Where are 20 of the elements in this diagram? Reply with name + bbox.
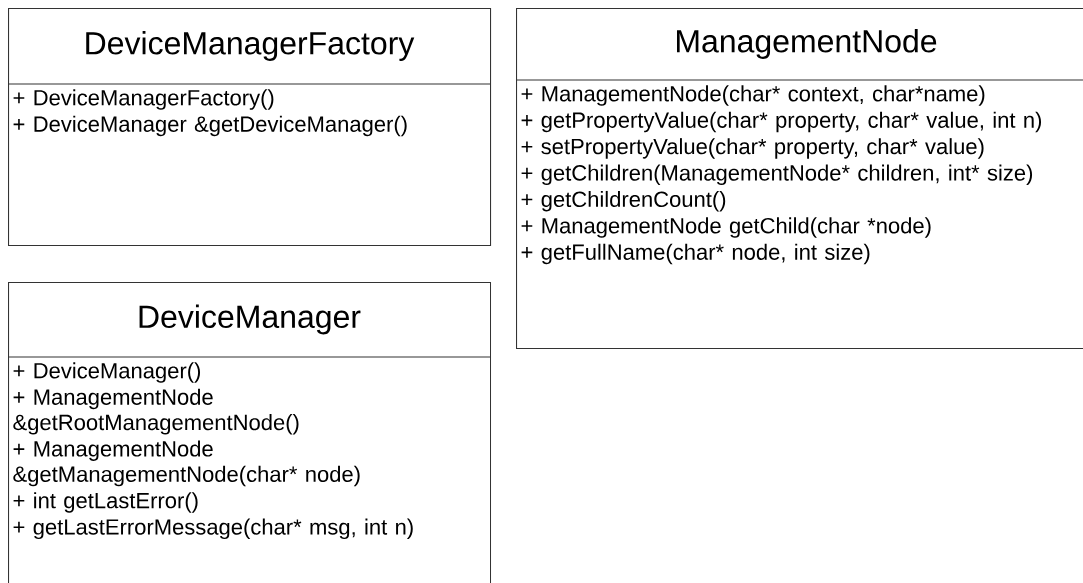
method-signature: + DeviceManager() xyxy=(13,362,201,383)
method-signature: + getPropertyValue(char* property, char* value, int n) xyxy=(521,111,1042,133)
method-signature: + DeviceManager &getDeviceManager() xyxy=(13,115,407,137)
method-signature: + ManagementNode getChild(char *node) xyxy=(521,217,931,238)
method-signature: + DeviceManagerFactory() xyxy=(13,89,274,110)
method-signature: + int getLastError() xyxy=(13,492,198,513)
method-signature: + ManagementNode &getRootManagementNode() xyxy=(13,388,299,435)
method-signature: + ManagementNode &getManagementNode(char* node) xyxy=(13,440,360,487)
class-name: DeviceManagerFactory xyxy=(86,31,415,61)
method-signature: + getLastErrorMessage(char* msg, int n) xyxy=(13,518,413,540)
method-signature: + getChildren(ManagementNode* children, int* size) xyxy=(521,164,1033,186)
class-name: DeviceManager xyxy=(139,304,361,335)
class-box xyxy=(7,282,492,583)
class-box xyxy=(7,8,492,247)
method-signature: + getFullName(char* node, int size) xyxy=(521,243,870,265)
class-box xyxy=(515,8,1083,350)
method-signature: + getChildrenCount() xyxy=(521,190,726,212)
class-name: ManagementNode xyxy=(677,29,937,59)
method-signature: + ManagementNode(char* context, char*name) xyxy=(521,85,985,106)
method-signature: + setPropertyValue(char* property, char* value) xyxy=(521,138,984,159)
